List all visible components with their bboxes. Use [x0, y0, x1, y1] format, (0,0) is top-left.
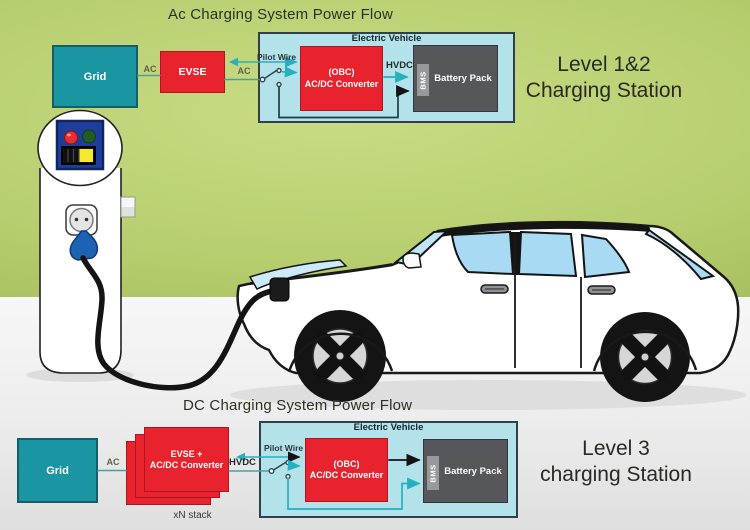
dc-bms-box: BMS — [426, 455, 440, 491]
ac-obc-box: (OBC) AC/DC Converter — [300, 46, 383, 111]
dc-obc-box: (OBC) AC/DC Converter — [305, 438, 388, 502]
ac-battery-label: Battery Pack — [434, 73, 492, 84]
dc-stack-note: xN stack — [173, 510, 212, 521]
ac-grid-label: Grid — [83, 70, 107, 83]
dc-obc-line2: AC/DC Converter — [309, 470, 384, 480]
ac-pilot-wire-label: Pilot Wire — [257, 52, 297, 62]
ac-obc-line2: AC/DC Converter — [304, 78, 379, 89]
dc-grid-label: Grid — [46, 464, 69, 477]
ac-bms-box: BMS — [416, 63, 430, 97]
dc-evse-line2: AC/DC Converter — [149, 459, 224, 470]
dc-ev-title: Electric Vehicle — [353, 422, 424, 433]
dc-bms-label: BMS — [428, 463, 438, 483]
ac-obc-line1: (OBC) — [328, 67, 355, 77]
ac-evse-label: EVSE — [178, 66, 207, 78]
dc-battery-label: Battery Pack — [444, 465, 502, 477]
dc-pilot-wire-label: Pilot Wire — [264, 443, 304, 453]
ac-bms-label: BMS — [418, 70, 428, 90]
dc-hvdc-label: HVDC — [229, 457, 256, 468]
level-1-2-station-label: Level 1&2 Charging Station — [525, 53, 683, 102]
dc-obc-line1: (OBC) — [333, 458, 360, 469]
ac-label-grid-evse: AC — [143, 64, 157, 74]
level-3-station-label: Level 3 charging Station — [540, 437, 692, 486]
dc-evse-line1: EVSE + — [170, 448, 203, 459]
ac-grid-box: Grid — [52, 45, 138, 108]
dc-diagram-title: DC Charging System Power Flow — [183, 397, 413, 414]
ac-ev-title: Electric Vehicle — [351, 33, 422, 44]
dc-evse-stack-front: EVSE + AC/DC Converter — [144, 427, 229, 492]
ac-hvdc-label: HVDC — [386, 60, 413, 71]
ac-evse-box: EVSE — [160, 51, 225, 93]
ac-diagram-title: Ac Charging System Power Flow — [168, 6, 394, 23]
dc-ac-label: AC — [106, 457, 120, 467]
ac-label-evse-ev: AC — [237, 66, 251, 76]
dc-grid-box: Grid — [17, 438, 98, 503]
